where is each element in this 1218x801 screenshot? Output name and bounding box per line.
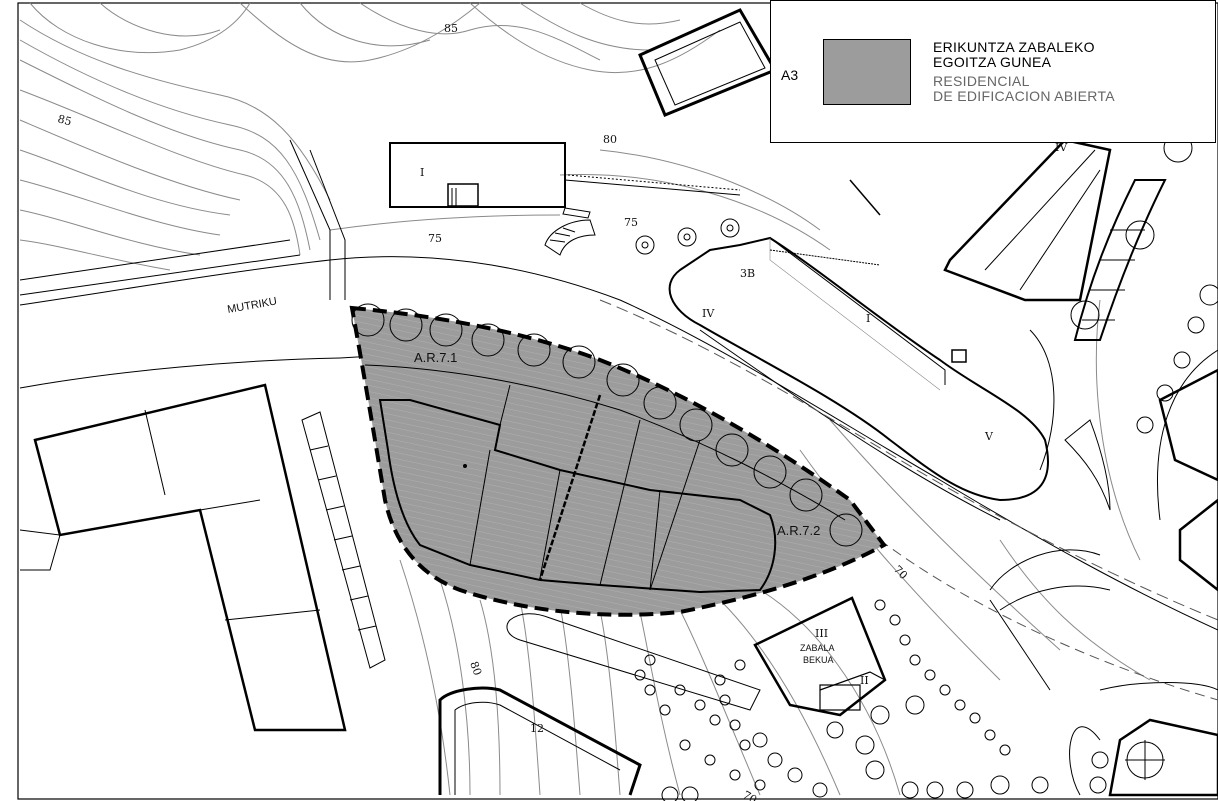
contour-label-85-top: 85 xyxy=(444,22,458,35)
contour-label-70: 70 xyxy=(891,563,910,582)
zone-subdivisions xyxy=(364,364,846,594)
legend-spanish-text: RESIDENCIAL DE EDIFICACION ABIERTA xyxy=(933,74,1115,104)
floors-label-iii: III xyxy=(815,627,828,640)
map-legend: A3 ERIKUNTZA ZABALEKO EGOITZA GUNEA RESI… xyxy=(770,0,1216,143)
contour-label-75-a: 75 xyxy=(428,232,442,245)
legend-eu-line1: ERIKUNTZA ZABALEKO xyxy=(933,39,1095,55)
floors-label-i-right: I xyxy=(866,312,870,325)
contour-label-70-low: 70 xyxy=(741,788,760,801)
floors-label-v: V xyxy=(984,430,994,443)
legend-es-line1: RESIDENCIAL xyxy=(933,73,1030,89)
legend-swatch xyxy=(823,39,911,105)
contour-lines xyxy=(19,2,1151,796)
floors-label-iv: IV xyxy=(702,307,715,320)
trees-zone-edge xyxy=(351,303,863,547)
contour-label-80-bottom: 80 xyxy=(467,660,484,678)
zabala-label-1: ZABALA xyxy=(800,643,835,653)
zabala-label-2: BEKUA xyxy=(803,655,834,665)
contour-label-85-left: 85 xyxy=(56,112,73,128)
floors-label-iv-corner: IV xyxy=(1055,141,1068,154)
floors-label-ii: II xyxy=(860,674,869,687)
floors-label-i-top: I xyxy=(420,166,424,179)
floors-label-3b: 3B xyxy=(740,267,755,280)
map-labels: MUTRIKU A.R.7.1 A.R.7.2 85 85 80 80 75 7… xyxy=(56,22,1068,801)
stairs xyxy=(544,174,881,266)
contour-label-80-top: 80 xyxy=(603,133,617,146)
legend-code: A3 xyxy=(781,67,799,83)
number-12: 12 xyxy=(530,722,544,735)
contour-label-75-b: 75 xyxy=(624,216,638,229)
legend-basque-text: ERIKUNTZA ZABALEKO EGOITZA GUNEA xyxy=(933,40,1095,70)
street-label: MUTRIKU xyxy=(226,295,277,316)
area-label-2: A.R.7.2 xyxy=(777,523,820,538)
area-label-1: A.R.7.1 xyxy=(414,350,457,365)
legend-eu-line2: EGOITZA GUNEA xyxy=(933,54,1052,70)
legend-es-line2: DE EDIFICACION ABIERTA xyxy=(933,88,1115,104)
residential-zone-a3 xyxy=(349,305,887,617)
